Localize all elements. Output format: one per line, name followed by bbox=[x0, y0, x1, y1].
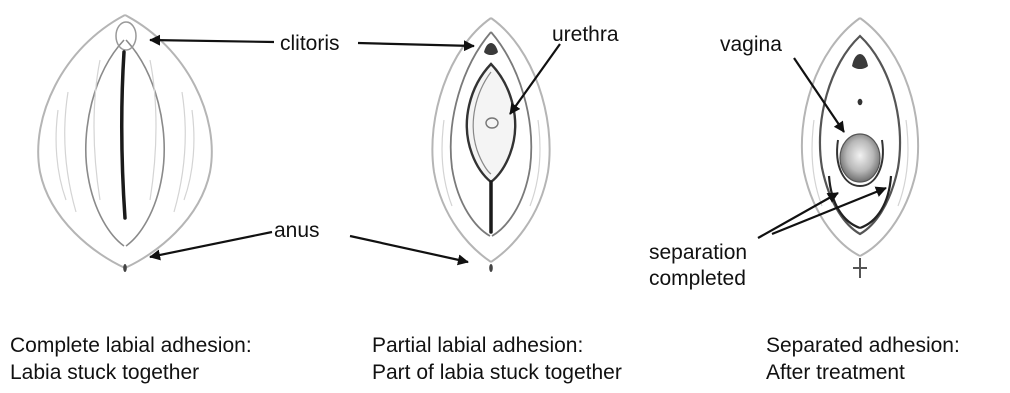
clitoral-hood bbox=[116, 22, 136, 50]
caption-complete-line2: Labia stuck together bbox=[10, 359, 252, 386]
caption-complete-line1: Complete labial adhesion: bbox=[10, 332, 252, 359]
separation-label-line2: completed bbox=[649, 268, 746, 289]
caption-partial-adhesion: Partial labial adhesion: Part of labia s… bbox=[372, 332, 622, 386]
anus-mark bbox=[489, 264, 493, 272]
figure-complete-adhesion bbox=[38, 15, 212, 272]
clitoris-arrow-left bbox=[150, 40, 274, 42]
caption-separated-adhesion: Separated adhesion: After treatment bbox=[766, 332, 960, 386]
clitoris-label: clitoris bbox=[280, 33, 340, 54]
figure-partial-adhesion bbox=[432, 18, 549, 272]
inner-labia-right-outline bbox=[126, 40, 164, 246]
figure-separated-adhesion bbox=[802, 18, 918, 278]
outer-labia-right-outline bbox=[125, 15, 212, 268]
caption-partial-line2: Part of labia stuck together bbox=[372, 359, 622, 386]
caption-separated-line1: Separated adhesion: bbox=[766, 332, 960, 359]
urethral-opening bbox=[858, 99, 863, 105]
urethra-label: urethra bbox=[552, 24, 619, 45]
separation-label-line1: separation bbox=[649, 242, 747, 263]
caption-partial-line1: Partial labial adhesion: bbox=[372, 332, 622, 359]
clitoral-hood bbox=[484, 43, 498, 55]
inner-labia-left-outline bbox=[86, 40, 124, 246]
vaginal-opening bbox=[840, 134, 880, 182]
anus-arrow-left bbox=[150, 232, 272, 257]
vestibule-opening bbox=[467, 64, 515, 182]
outer-labia-left-outline bbox=[38, 15, 125, 268]
anus-label: anus bbox=[274, 220, 320, 241]
anus-mark bbox=[853, 258, 867, 278]
caption-complete-adhesion: Complete labial adhesion: Labia stuck to… bbox=[10, 332, 252, 386]
pointer-arrows bbox=[150, 40, 886, 262]
clitoral-hood bbox=[852, 54, 868, 69]
adhesion-line bbox=[122, 52, 125, 218]
anus-mark bbox=[123, 264, 127, 272]
vagina-label: vagina bbox=[720, 34, 782, 55]
caption-separated-line2: After treatment bbox=[766, 359, 960, 386]
anus-arrow-right bbox=[350, 236, 468, 262]
clitoris-arrow-right bbox=[358, 43, 474, 46]
separation-arrow-left bbox=[758, 193, 838, 238]
